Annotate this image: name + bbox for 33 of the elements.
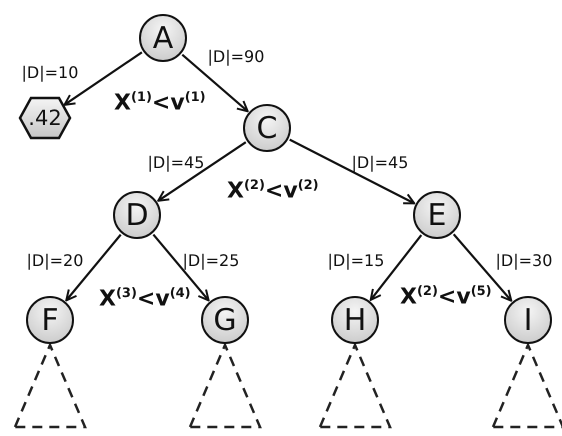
edge-label: |D|=45 [352, 152, 408, 172]
tree-node-circle: I [504, 296, 552, 344]
split-condition: X$^{(2)}$<v$^{(2)}$ [227, 178, 319, 203]
split-condition: X$^{(2)}$<v$^{(5)}$ [400, 284, 492, 309]
edge-label: |D|=15 [328, 250, 384, 270]
arrow [152, 234, 210, 302]
arrow [63, 51, 143, 106]
split-condition: X$^{(1)}$<v$^{(1)}$ [114, 90, 206, 115]
arrow [370, 234, 422, 301]
edge-label: |D|=20 [26, 250, 84, 270]
arrow [157, 141, 246, 202]
leaf-hexagon: .42 [18, 96, 72, 140]
arrow [182, 54, 249, 112]
edge-label: |D|=10 [22, 62, 78, 82]
tree-node-circle: C [243, 104, 291, 152]
tree-node-circle: G [201, 296, 249, 344]
arrow [289, 138, 416, 204]
tree-node-circle: F [26, 296, 74, 344]
dashed-subtree-triangle [188, 342, 262, 428]
tree-node-circle: D [113, 191, 161, 239]
dashed-subtree-triangle [13, 342, 87, 428]
edge-label: |D|=90 [208, 46, 264, 66]
arrow [65, 234, 122, 302]
edge-label: |D|=30 [496, 250, 552, 270]
edge-label: |D|=25 [182, 250, 240, 270]
edge-label: |D|=45 [148, 152, 204, 172]
tree-node-circle: H [331, 296, 379, 344]
tree-node-circle: E [413, 191, 461, 239]
split-condition: X$^{(3)}$<v$^{(4)}$ [99, 286, 191, 311]
tree-node-circle: A [139, 14, 187, 62]
arrow [452, 234, 512, 302]
dashed-subtree-triangle [318, 342, 392, 428]
dashed-subtree-triangle [491, 342, 562, 428]
